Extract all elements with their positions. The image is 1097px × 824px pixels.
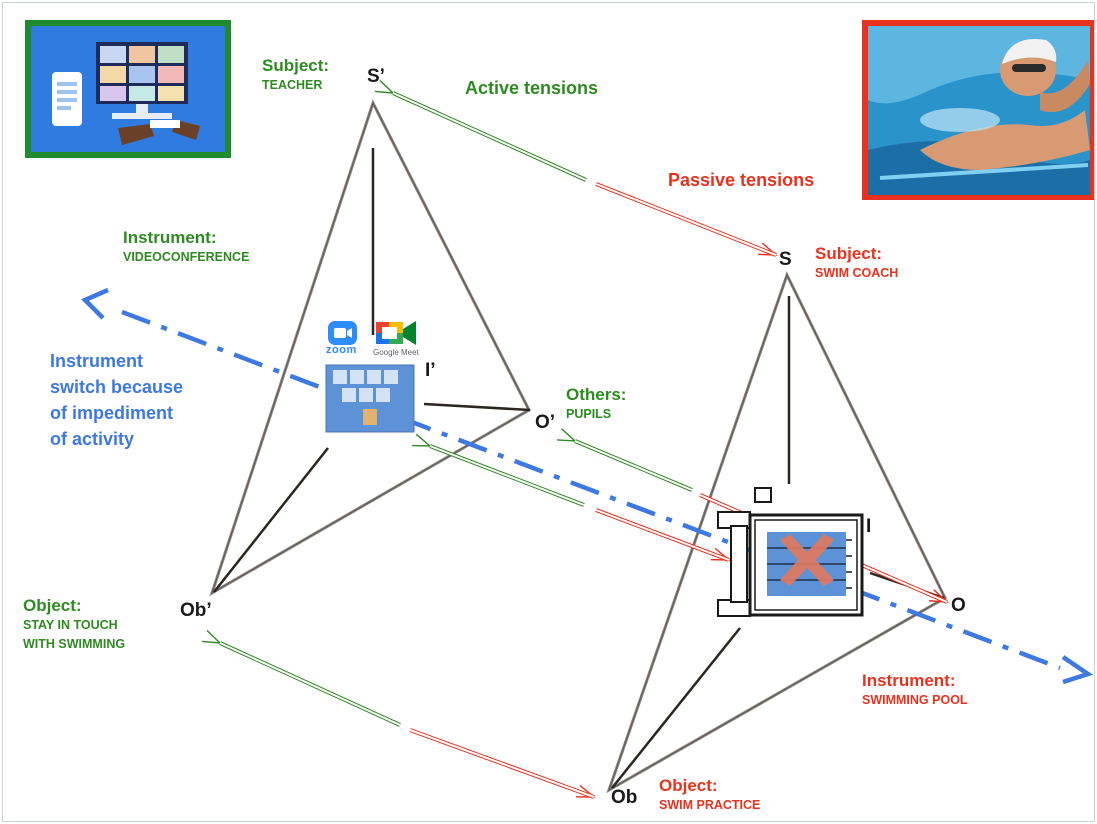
node-ob: Ob bbox=[611, 787, 638, 808]
zoom-icon bbox=[328, 321, 357, 345]
node-o-prime: O’ bbox=[535, 412, 556, 433]
instrument-switch-line3: of impediment bbox=[50, 403, 174, 423]
passive-tensions-label: Passive tensions bbox=[668, 170, 815, 190]
node-i-prime: I’ bbox=[425, 360, 436, 381]
coach-subject-value: SWIM COACH bbox=[815, 266, 899, 280]
node-ob-prime: Ob’ bbox=[180, 600, 212, 621]
videoconference-illustration bbox=[25, 20, 231, 158]
coach-instrument-label: Instrument: SWIMMING POOL bbox=[862, 671, 968, 710]
instrument-switch-line4: of activity bbox=[50, 429, 135, 449]
coach-object-value: SWIM PRACTICE bbox=[659, 798, 761, 812]
teacher-instrument-label: Instrument: VIDEOCONFERENCE bbox=[123, 228, 249, 267]
teacher-object-label: Object: STAY IN TOUCH WITH SWIMMING bbox=[23, 596, 125, 654]
node-s-prime: S’ bbox=[367, 66, 385, 87]
node-s: S bbox=[779, 249, 792, 270]
teacher-subject-value: TEACHER bbox=[262, 78, 323, 92]
switch-line bbox=[121, 309, 1061, 671]
edge-i-prime-ob-prime bbox=[213, 447, 329, 593]
teacher-subject-label: Subject: TEACHER bbox=[262, 56, 329, 95]
teacher-others-heading: Others: bbox=[566, 385, 627, 404]
active-tensions-label: Active tensions bbox=[465, 78, 599, 98]
node-o: O bbox=[951, 595, 966, 616]
teacher-instrument-value: VIDEOCONFERENCE bbox=[123, 250, 250, 264]
instrument-switch-arrow bbox=[81, 287, 1094, 685]
cross-icon bbox=[780, 534, 834, 586]
video-grid-icon bbox=[325, 364, 415, 433]
switch-arrowhead-right bbox=[1061, 655, 1094, 685]
teacher-object-line2: WITH SWIMMING bbox=[23, 637, 126, 651]
teacher-pyramid-outline bbox=[209, 99, 531, 597]
tension-instruments bbox=[430, 446, 729, 562]
tension-subjects bbox=[393, 93, 776, 257]
teacher-instrument-heading: Instrument: bbox=[123, 228, 217, 247]
coach-object-label: Object: SWIM PRACTICE bbox=[659, 776, 760, 815]
switch-arrowhead-left bbox=[81, 287, 109, 320]
pool-icon bbox=[717, 487, 864, 617]
teacher-pyramid bbox=[209, 99, 531, 597]
teacher-object-heading: Object: bbox=[23, 596, 82, 615]
tension-objects bbox=[220, 643, 594, 799]
swimmer-photo bbox=[862, 20, 1094, 200]
teacher-others-label: Others: PUPILS bbox=[566, 385, 626, 424]
coach-subject-label: Subject: SWIM COACH bbox=[815, 244, 898, 283]
coach-subject-heading: Subject: bbox=[815, 244, 883, 263]
node-i: I bbox=[866, 516, 872, 537]
edge-i-ob bbox=[611, 627, 741, 789]
instrument-switch-line2: switch because bbox=[50, 377, 184, 397]
teacher-others-value: PUPILS bbox=[566, 407, 612, 421]
teacher-subject-heading: Subject: bbox=[262, 56, 330, 75]
coach-object-heading: Object: bbox=[659, 776, 718, 795]
edge-i-prime-o-prime bbox=[423, 402, 531, 412]
coach-instrument-heading: Instrument: bbox=[862, 671, 956, 690]
zoom-logo-text: zoom bbox=[326, 344, 357, 356]
teacher-object-line1: STAY IN TOUCH bbox=[23, 618, 118, 632]
instrument-switch-line1: Instrument bbox=[50, 351, 144, 371]
coach-instrument-value: SWIMMING POOL bbox=[862, 693, 968, 707]
instrument-switch-label: Instrument switch because of impediment … bbox=[50, 348, 240, 452]
meet-logo-text: Google Meet bbox=[373, 348, 419, 357]
google-meet-icon bbox=[376, 321, 416, 345]
